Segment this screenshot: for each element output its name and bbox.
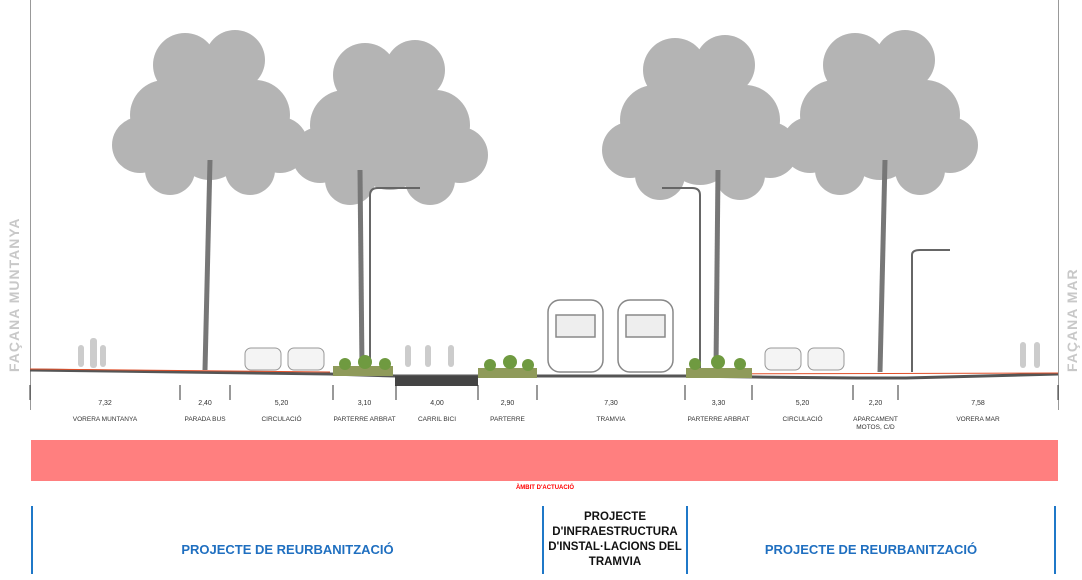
tree-canopies	[112, 30, 978, 205]
segment-label: PARTERRE	[490, 416, 525, 423]
trams	[547, 299, 674, 373]
segment-width: 5,20	[795, 400, 810, 407]
segment-label: TRAMVIA	[596, 416, 626, 423]
segment-width: 2,90	[500, 400, 515, 407]
facade-line-right	[1058, 0, 1059, 410]
tree-canopy-3	[602, 35, 798, 200]
segment-label: VORERA MUNTANYA	[72, 416, 138, 423]
pedestrians	[78, 338, 1040, 368]
tree-canopy-4	[782, 30, 978, 195]
segment-width: 3,30	[711, 400, 726, 407]
bike-lane	[395, 376, 478, 386]
segment-label: CIRCULACIÓ	[782, 416, 823, 423]
scope-band	[31, 440, 1058, 481]
segment-width: 2,40	[198, 400, 212, 407]
segment-label: PARTERRE ARBRAT	[687, 416, 750, 423]
street-lamps	[369, 187, 950, 372]
dimension-ticks	[29, 385, 1059, 400]
ground-line	[29, 368, 1059, 380]
segment-width: 7,32	[98, 400, 112, 407]
planter-1	[333, 366, 393, 376]
divider-right	[1054, 506, 1056, 574]
shrubs	[339, 355, 746, 371]
segment-label: PARADA BUS	[184, 416, 226, 423]
project-left: PROJECTE DE REURBANITZACIÓ	[181, 542, 394, 557]
divider-left	[31, 506, 33, 574]
scope-label: ÀMBIT D'ACTUACIÓ	[515, 485, 575, 491]
tree-canopy-2	[292, 40, 488, 205]
divider-center-left	[542, 506, 544, 574]
segment-label: CIRCULACIÓ	[261, 416, 302, 423]
segment-label: VORERA MAR	[956, 416, 1000, 423]
segment-width: 2,20	[868, 400, 883, 407]
tree-trunks	[202, 159, 888, 373]
segment-width: 5,20	[274, 400, 289, 407]
divider-center-right	[686, 506, 688, 574]
segment-width: 4,00	[430, 400, 444, 407]
segment-width: 3,10	[357, 400, 372, 407]
project-right: PROJECTE DE REURBANITZACIÓ	[764, 542, 978, 557]
cars	[244, 347, 845, 371]
segment-label: APARCAMENT MOTOS, C/D	[853, 416, 898, 431]
segment-width: 7,58	[971, 400, 985, 407]
segment-label: PARTERRE ARBRAT	[333, 416, 396, 423]
planter-2	[478, 368, 537, 378]
section-drawing	[29, 30, 1059, 400]
segment-label: CARRIL BICI	[417, 416, 457, 423]
project-center: PROJECTE D'INFRAESTRUCTURA D'INSTAL·LACI…	[548, 511, 682, 568]
facade-line-left	[30, 0, 31, 410]
planter-3	[686, 368, 752, 378]
segment-width: 7,30	[604, 400, 618, 407]
